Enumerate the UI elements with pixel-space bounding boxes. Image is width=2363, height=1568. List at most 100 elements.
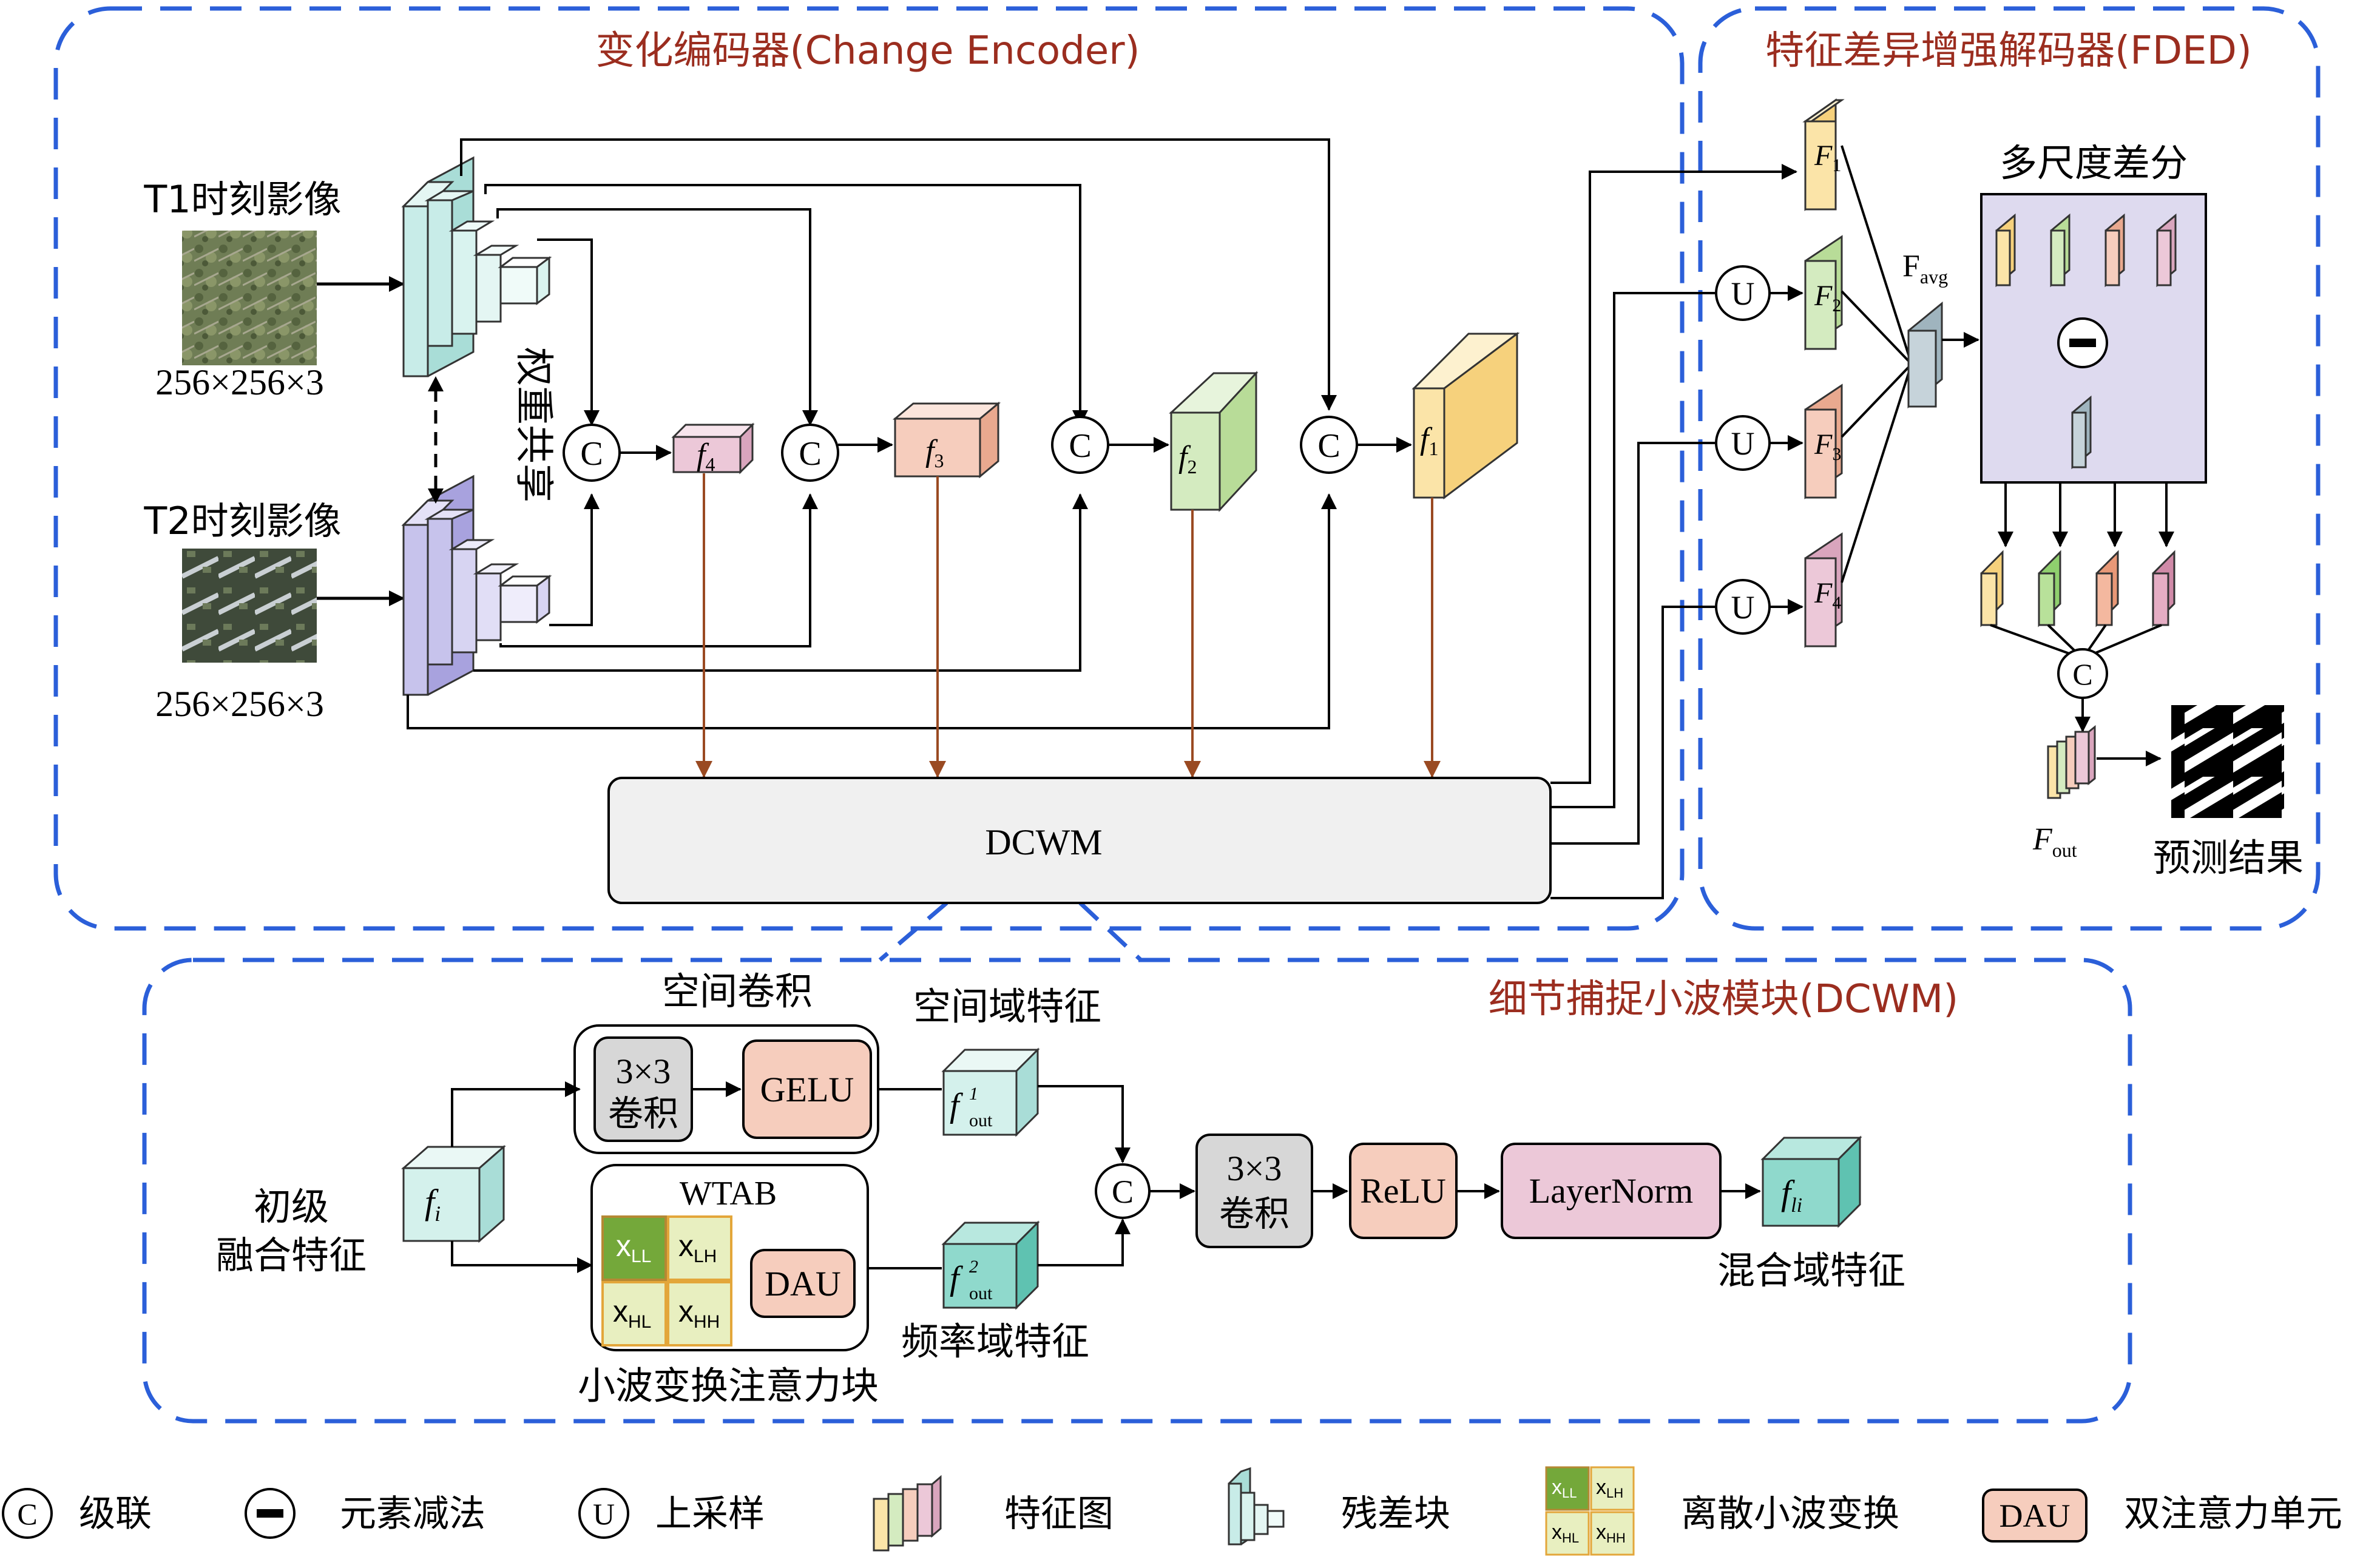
t1-residual-stack	[401, 156, 552, 377]
svg-text:U: U	[593, 1497, 615, 1531]
encoder-connectors	[407, 138, 1337, 729]
wtab-caption: 小波变换注意力块	[578, 1364, 879, 1408]
fout1-to-concat	[1038, 1085, 1131, 1163]
diff-panel-slabs	[1995, 213, 2177, 470]
svg-text:xHH: xHH	[1596, 1521, 1626, 1546]
layernorm-label: LayerNorm	[1529, 1171, 1694, 1211]
diff-result-slabs	[1980, 550, 2175, 627]
dau-label: DAU	[765, 1264, 841, 1303]
fout2-cube	[941, 1220, 1040, 1310]
legend-dau-label: 双注意力单元	[2124, 1493, 2342, 1535]
feature-f3	[892, 401, 1001, 479]
legend-subtract-icon	[245, 1488, 296, 1539]
upsample-node-3: U	[1715, 415, 1771, 471]
legend-dau-icon	[1982, 1489, 2087, 1543]
feature-f2	[1169, 371, 1259, 512]
subtract-node	[2057, 317, 2108, 368]
svg-text:C: C	[1069, 427, 1091, 465]
dcwm-concat-node: C	[1095, 1163, 1151, 1219]
svg-text:xHL: xHL	[1552, 1521, 1579, 1546]
dcwm-block	[607, 777, 1552, 904]
decoder-F3	[1804, 384, 1843, 499]
legend-dwt-icon: xLL xLH xHL xHH	[1545, 1466, 1635, 1556]
conv3x3-1-line2: 卷积	[608, 1093, 678, 1134]
xlh-label: xLH	[678, 1229, 717, 1266]
to-favg-lines	[1841, 145, 1913, 583]
svg-text:C: C	[799, 435, 821, 473]
feature-f4	[671, 422, 755, 475]
wtab-label: WTAB	[680, 1175, 777, 1212]
legend-subtract-label: 元素减法	[340, 1493, 485, 1535]
decoder-title: 特征差异增强解码器(FDED)	[1765, 29, 2252, 73]
hybrid-feature-label: 混合域特征	[1717, 1248, 1905, 1293]
t1-label: T1时刻影像	[143, 177, 341, 221]
F2-label: F2	[1814, 280, 1841, 316]
concat-node-4: C	[563, 424, 621, 482]
legend-concat-label: 级联	[79, 1493, 152, 1535]
svg-text:U: U	[1731, 275, 1755, 312]
t2-size: 256×256×3	[155, 684, 324, 724]
t2-residual-stack	[401, 475, 552, 696]
legend-dau-box-label: DAU	[2000, 1498, 2071, 1534]
dcwm-zoom-left	[878, 901, 948, 962]
svg-text:C: C	[2072, 657, 2092, 691]
decoder-concat-node: C	[2057, 648, 2108, 699]
decoder-F1	[1802, 98, 1845, 211]
dau-block	[750, 1249, 856, 1318]
weight-share-label: 权重共享	[511, 347, 556, 502]
decoder-F2	[1804, 235, 1843, 351]
conv3x3-2-line1: 3×3	[1227, 1149, 1282, 1188]
dcwm-block-label: DCWM	[985, 822, 1102, 862]
F4-label: F4	[1814, 577, 1841, 613]
concat-node-2: C	[1051, 416, 1109, 474]
svg-text:U: U	[1731, 425, 1755, 462]
weight-share-arrow-top	[428, 376, 444, 391]
initial-fusion-line2: 融合特征	[216, 1233, 367, 1277]
conv3x3-2-line2: 卷积	[1219, 1193, 1290, 1234]
legend-concat-icon: C	[2, 1488, 53, 1539]
fout2-to-concat	[1038, 1218, 1131, 1266]
feature-f1	[1411, 332, 1520, 499]
gelu-label: GELU	[760, 1070, 854, 1109]
freq-feature-label: 频率域特征	[901, 1319, 1089, 1364]
svg-text:C: C	[17, 1497, 37, 1531]
fi-cube	[401, 1144, 506, 1243]
t2-image	[182, 549, 317, 663]
decoder-frame	[1698, 6, 2321, 931]
fi-branches	[451, 1081, 593, 1273]
prediction-image	[2171, 705, 2284, 818]
fout-label: Fout	[2032, 822, 2077, 861]
fout1-cube	[941, 1047, 1040, 1137]
fout-stack	[2047, 725, 2096, 799]
wtab-group	[590, 1164, 869, 1351]
gelu-block	[742, 1039, 872, 1139]
legend-feature-map-label: 特征图	[1004, 1493, 1114, 1535]
diff-out-arrows	[1998, 482, 2174, 547]
concat-node-1: C	[1300, 416, 1358, 474]
dwt-grid	[601, 1215, 732, 1347]
prediction-label: 预测结果	[2153, 836, 2304, 880]
legend-upsample-label: 上采样	[655, 1493, 765, 1535]
legend-residual-icon	[1228, 1467, 1285, 1546]
relu-label: ReLU	[1360, 1171, 1446, 1211]
t1-image	[182, 231, 317, 365]
legend-feature-map-icon	[873, 1475, 942, 1552]
svg-text:xLL: xLL	[1552, 1476, 1577, 1501]
concat-node-3: C	[781, 424, 839, 482]
legend: C 级联 元素减法 U 上采样 特征图 残差块	[2, 1466, 2342, 1556]
dcwm-zoom-right	[1078, 901, 1143, 962]
t2-label: T2时刻影像	[143, 499, 341, 543]
svg-text:C: C	[1317, 427, 1340, 465]
favg-slab	[1907, 301, 1943, 409]
legend-dwt-label: 离散小波变换	[1681, 1493, 1899, 1535]
legend-upsample-icon: U	[578, 1488, 629, 1539]
xll-label: xLL	[616, 1229, 651, 1266]
svg-text:C: C	[580, 435, 603, 473]
decoder-F4	[1804, 532, 1843, 648]
svg-text:U: U	[1731, 589, 1755, 626]
F3-label: F3	[1814, 428, 1841, 464]
weight-share-arrow-bottom	[428, 488, 444, 504]
encoder-title: 变化编码器(Change Encoder)	[596, 29, 1140, 73]
dcwm-to-decoder-connectors	[1550, 164, 1797, 899]
